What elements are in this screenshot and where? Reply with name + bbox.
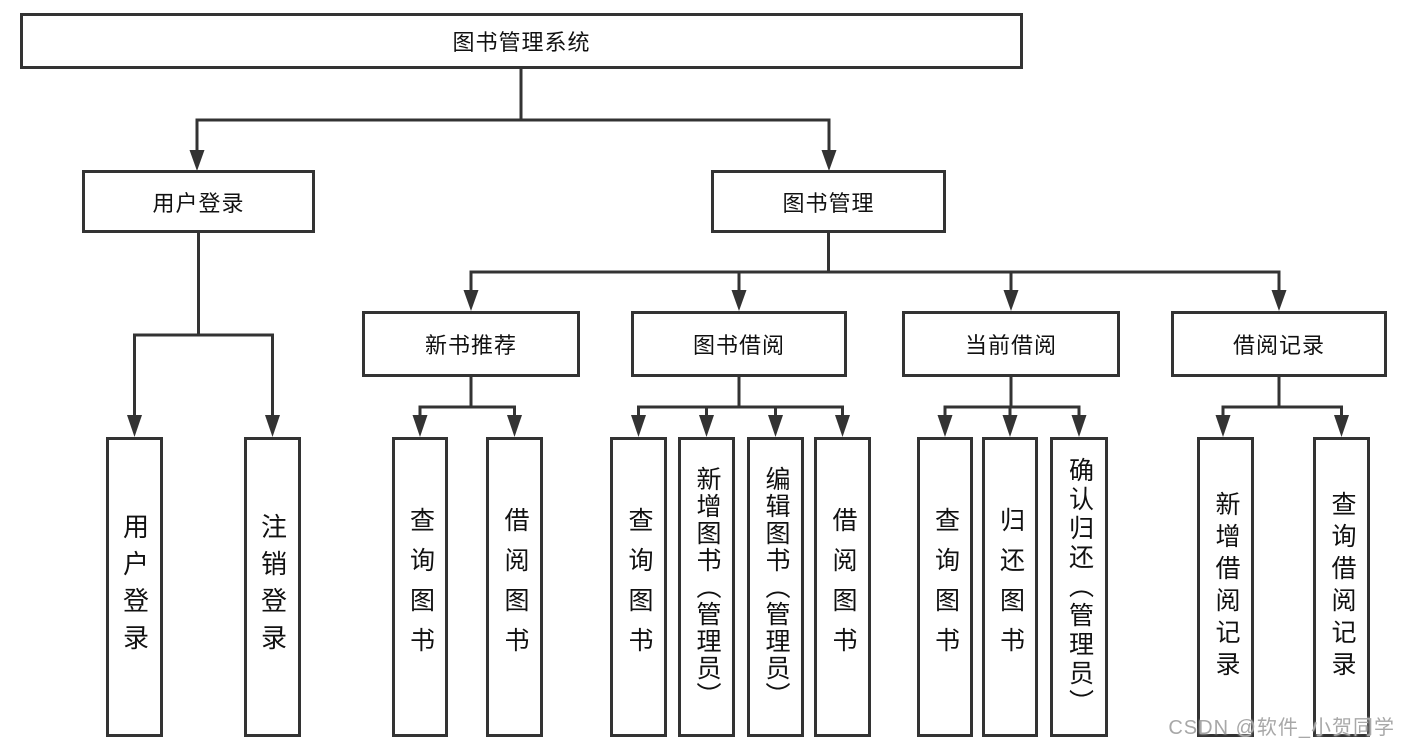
arrowhead [835,415,850,437]
node-user-login-leaf: 用户登录 [106,437,163,737]
node-logout: 注销登录 [244,437,301,737]
node-query-books-current: 查询图书 [917,437,973,737]
node-label: 用户登录 [119,513,150,661]
node-return-books: 归还图书 [982,437,1038,737]
arrowhead [768,415,783,437]
node-query-books-recommend: 查询图书 [392,437,448,737]
node-label: 注销登录 [257,513,288,661]
arrowhead [1071,415,1087,437]
node-label: 编辑图书（管理员） [762,465,790,709]
node-add-book-admin: 新增图书（管理员） [678,437,735,737]
node-edit-book-admin: 编辑图书（管理员） [747,437,804,737]
node-label: 查询图书 [931,507,960,667]
csdn-watermark: CSDN @软件_小贺同学 [1168,717,1395,739]
node-current-borrowing: 当前借阅 [902,311,1120,377]
arrowhead [127,415,142,437]
arrowhead [189,150,205,171]
node-label: 确认归还（管理员） [1065,456,1094,718]
arrowhead [1215,415,1231,437]
node-label: 查询图书 [625,507,653,667]
node-confirm-return-admin: 确认归还（管理员） [1050,437,1108,737]
node-label: 新增图书（管理员） [693,465,721,709]
node-user-login: 用户登录 [82,170,315,233]
node-query-borrow-record: 查询借阅记录 [1313,437,1370,737]
connector-root-to-level1 [189,68,837,171]
node-label: 归还图书 [996,507,1025,667]
arrowhead [1334,415,1349,437]
node-borrow-books-borrowing: 借阅图书 [814,437,871,737]
arrowhead [821,150,837,171]
node-label: 查询借阅记录 [1328,491,1356,683]
arrowhead [731,290,747,311]
connector-user-login-children [127,232,280,437]
arrowhead [1002,415,1018,437]
arrowhead [507,415,522,437]
node-book-borrowing: 图书借阅 [631,311,847,377]
node-query-books-borrowing: 查询图书 [610,437,667,737]
connector-current-borrowing-children [937,376,1087,437]
connector-book-borrowing-children [631,376,850,437]
arrowhead [631,415,646,437]
node-borrow-books-recommend: 借阅图书 [486,437,543,737]
arrowhead [699,415,714,437]
connector-book-management-children [463,232,1287,311]
arrowhead [412,415,428,437]
node-borrowing-records: 借阅记录 [1171,311,1387,377]
arrowhead [937,415,953,437]
connector-borrowing-records-children [1215,376,1349,437]
node-label: 新增借阅记录 [1212,491,1240,683]
node-new-book-recommend: 新书推荐 [362,311,580,377]
node-library-management-system: 图书管理系统 [20,13,1023,69]
node-label: 借阅图书 [829,507,857,667]
connector-new-book-recommend-children [412,376,522,437]
node-label: 查询图书 [406,507,435,667]
arrowhead [463,290,479,311]
node-add-borrow-record: 新增借阅记录 [1197,437,1254,737]
arrowhead [1003,290,1019,311]
node-label: 借阅图书 [501,507,529,667]
arrowhead [1271,290,1287,311]
arrowhead [265,415,280,437]
node-book-management: 图书管理 [711,170,946,233]
